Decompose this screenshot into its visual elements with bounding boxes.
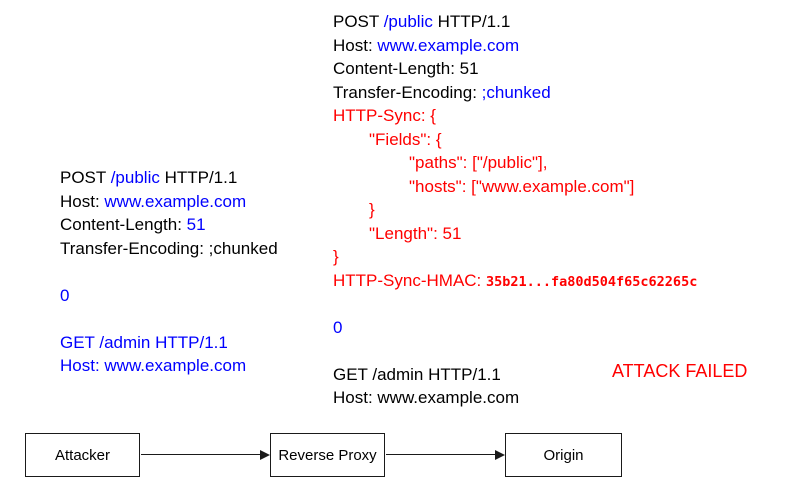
flow-node-reverse-proxy: Reverse Proxy bbox=[270, 433, 385, 477]
request-line: "paths": ["/public"], bbox=[333, 151, 697, 175]
request-text-segment: www.example.com bbox=[377, 35, 520, 55]
attack-failed-label: ATTACK FAILED bbox=[612, 361, 748, 381]
arrowhead-icon bbox=[495, 449, 505, 460]
request-text-segment: HTTP/1.1 bbox=[432, 12, 511, 31]
request-text-segment: www.example.com bbox=[104, 191, 247, 211]
request-line: Host: www.example.com bbox=[333, 34, 697, 58]
request-text-segment: Host: www.example.com bbox=[333, 388, 520, 407]
request-line bbox=[333, 292, 697, 316]
request-line: } bbox=[333, 245, 697, 269]
request-line: Transfer-Encoding: ;chunked bbox=[60, 237, 278, 261]
request-text-segment: "Fields": { bbox=[369, 129, 442, 149]
request-line bbox=[60, 260, 278, 284]
request-text-segment: } bbox=[333, 247, 339, 266]
request-text-segment: ;chunked bbox=[481, 82, 551, 102]
request-text-segment: HTTP-Sync: { bbox=[333, 106, 436, 125]
request-line: POST /public HTTP/1.1 bbox=[60, 166, 278, 190]
arrow-attacker-to-proxy bbox=[141, 454, 261, 455]
flow-node-origin-label: Origin bbox=[543, 446, 584, 464]
arrow-proxy-to-origin bbox=[386, 454, 496, 455]
request-line: Content-Length: 51 bbox=[333, 57, 697, 81]
request-text-segment: 51 bbox=[186, 215, 206, 234]
request-text-segment: /public bbox=[110, 168, 160, 187]
flow-node-origin: Origin bbox=[505, 433, 622, 477]
request-text-segment: 0 bbox=[60, 285, 70, 305]
request-line: GET /admin HTTP/1.1 bbox=[333, 363, 697, 387]
request-text-segment: HTTP/1.1 bbox=[159, 168, 238, 187]
request-line: Transfer-Encoding: ;chunked bbox=[333, 81, 697, 105]
request-line: Host: www.example.com bbox=[60, 190, 278, 214]
flow-node-reverse-proxy-label: Reverse Proxy bbox=[278, 446, 377, 464]
request-text-segment: "Length": 51 bbox=[369, 223, 462, 243]
request-line: 0 bbox=[333, 316, 697, 340]
request-text-segment: HTTP-Sync-HMAC: bbox=[333, 270, 486, 290]
request-line: 0 bbox=[60, 284, 278, 308]
request-line: Host: www.example.com bbox=[333, 386, 697, 410]
hmac-value: 35b21...fa80d504f65c62265c bbox=[486, 273, 698, 290]
request-text-segment: POST bbox=[60, 168, 111, 187]
request-text-segment: "paths": ["/public"], bbox=[409, 153, 548, 172]
request-line: "hosts": ["www.example.com"] bbox=[333, 175, 697, 199]
request-text-segment: GET /admin HTTP/1.1 bbox=[60, 332, 228, 352]
request-text-segment: Host: bbox=[333, 35, 378, 55]
request-line: "Length": 51 bbox=[333, 222, 697, 246]
request-line: Content-Length: 51 bbox=[60, 213, 278, 237]
request-line bbox=[333, 339, 697, 363]
request-line: POST /public HTTP/1.1 bbox=[333, 10, 697, 34]
request-text-segment: 0 bbox=[333, 317, 343, 337]
request-text-segment: GET /admin HTTP/1.1 bbox=[333, 364, 501, 384]
request-text-segment: Transfer-Encoding: bbox=[333, 82, 482, 102]
request-line: GET /admin HTTP/1.1 bbox=[60, 331, 278, 355]
request-text-segment: "hosts": ["www.example.com"] bbox=[409, 176, 635, 196]
request-text-segment: Transfer-Encoding: ;chunked bbox=[60, 238, 278, 258]
request-text-segment: /public bbox=[383, 12, 433, 31]
request-line: HTTP-Sync-HMAC: 35b21...fa80d504f65c6226… bbox=[333, 269, 697, 293]
request-text-segment: POST bbox=[333, 12, 384, 31]
request-text-segment: Content-Length: bbox=[60, 215, 187, 234]
request-line: Host: www.example.com bbox=[60, 354, 278, 378]
request-line bbox=[60, 307, 278, 331]
request-line: "Fields": { bbox=[333, 128, 697, 152]
request-text-segment: Host: bbox=[60, 191, 105, 211]
request-text-segment: Host: www.example.com bbox=[60, 356, 247, 375]
flow-node-attacker-label: Attacker bbox=[54, 446, 111, 464]
request-line: HTTP-Sync: { bbox=[333, 104, 697, 128]
request-text-segment: } bbox=[369, 200, 375, 219]
flow-node-attacker: Attacker bbox=[25, 433, 140, 477]
arrowhead-icon bbox=[260, 449, 270, 460]
request-text-segment: Content-Length: 51 bbox=[333, 59, 479, 78]
request-line: } bbox=[333, 198, 697, 222]
